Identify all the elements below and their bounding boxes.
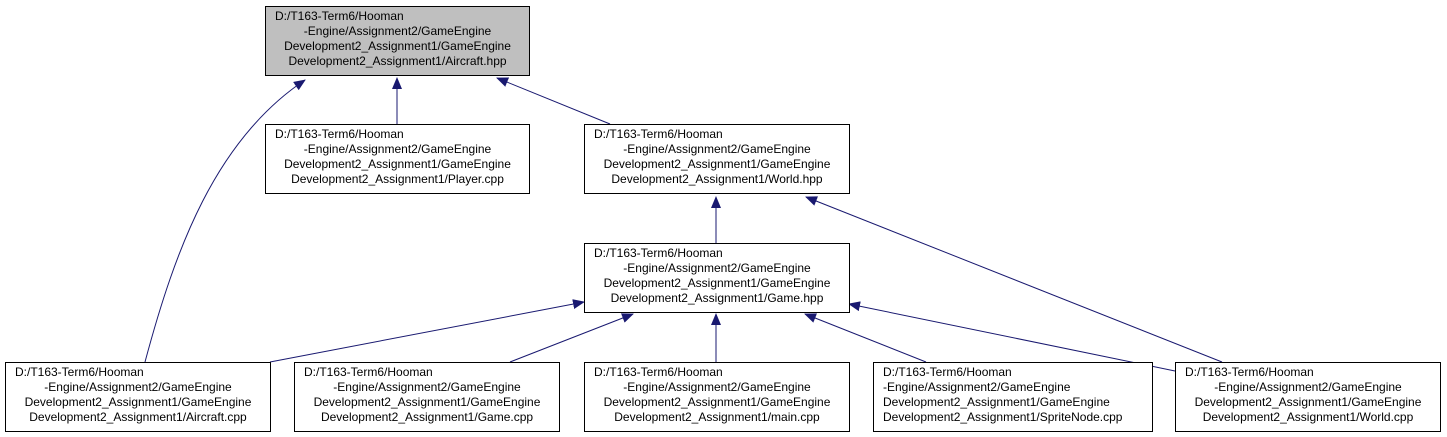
node-line: Development2_Assignment1/GameEngine (1194, 395, 1422, 409)
node-line: -Engine/Assignment2/GameEngine (333, 380, 521, 394)
node-main-cpp[interactable]: D:/T163-Term6/Hooman -Engine/Assignment2… (584, 362, 850, 432)
node-line: Development2_Assignment1/Game.cpp (320, 410, 534, 424)
node-line: Development2_Assignment1/Aircraft.cpp (29, 410, 247, 424)
node-line: D:/T163-Term6/Hooman (594, 246, 723, 260)
node-line: D:/T163-Term6/Hooman (304, 365, 433, 379)
edge-world-hpp-to-aircraft-hpp (496, 77, 611, 125)
node-game-hpp[interactable]: D:/T163-Term6/Hooman -Engine/Assignment2… (584, 243, 850, 313)
node-line: Development2_Assignment1/GameEngine (313, 395, 541, 409)
node-line: D:/T163-Term6/Hooman (594, 365, 723, 379)
node-line: Development2_Assignment1/GameEngine (883, 395, 1110, 409)
node-aircraft-hpp: D:/T163-Term6/Hooman -Engine/Assignment2… (265, 6, 530, 76)
node-line: D:/T163-Term6/Hooman (15, 365, 144, 379)
edge-world-cpp-to-game-hpp (848, 301, 1176, 372)
node-line: Development2_Assignment1/Game.hpp (610, 291, 824, 305)
node-line: Development2_Assignment1/GameEngine (284, 39, 511, 53)
node-line: D:/T163-Term6/Hooman (594, 127, 723, 141)
edge-game-cpp-to-game-hpp (509, 313, 634, 363)
node-line: -Engine/Assignment2/GameEngine (303, 142, 492, 156)
node-game-cpp[interactable]: D:/T163-Term6/Hooman -Engine/Assignment2… (294, 362, 560, 432)
node-line: Development2_Assignment1/Aircraft.hpp (288, 54, 507, 68)
node-line: Development2_Assignment1/GameEngine (603, 276, 831, 290)
node-line: -Engine/Assignment2/GameEngine (623, 380, 811, 394)
node-line: D:/T163-Term6/Hooman (275, 127, 404, 141)
node-aircraft-cpp[interactable]: D:/T163-Term6/Hooman -Engine/Assignment2… (5, 362, 271, 432)
node-world-hpp[interactable]: D:/T163-Term6/Hooman -Engine/Assignment2… (584, 124, 850, 194)
node-line: -Engine/Assignment2/GameEngine (883, 380, 1071, 394)
node-line: -Engine/Assignment2/GameEngine (1214, 380, 1402, 394)
node-spritenode-cpp[interactable]: D:/T163-Term6/Hooman -Engine/Assignment2… (873, 362, 1153, 432)
node-line: Development2_Assignment1/GameEngine (603, 395, 831, 409)
edge-world-cpp-to-world-hpp (805, 196, 1223, 363)
node-line: Development2_Assignment1/GameEngine (603, 157, 831, 171)
node-line: -Engine/Assignment2/GameEngine (303, 24, 492, 38)
edge-spritenode-cpp-to-game-hpp (804, 313, 927, 363)
node-line: Development2_Assignment1/World.hpp (611, 172, 823, 186)
node-line: Development2_Assignment1/main.cpp (614, 410, 820, 424)
node-line: Development2_Assignment1/GameEngine (24, 395, 252, 409)
edge-aircraft-cpp-to-aircraft-hpp (144, 79, 306, 363)
node-line: -Engine/Assignment2/GameEngine (623, 261, 811, 275)
edge-aircraft-cpp-to-game-hpp (269, 299, 585, 363)
node-world-cpp[interactable]: D:/T163-Term6/Hooman -Engine/Assignment2… (1175, 362, 1441, 432)
node-line: D:/T163-Term6/Hooman (883, 365, 1012, 379)
node-line: D:/T163-Term6/Hooman (1185, 365, 1314, 379)
node-line: D:/T163-Term6/Hooman (275, 9, 404, 23)
node-line: Development2_Assignment1/Player.cpp (291, 172, 504, 186)
node-line: -Engine/Assignment2/GameEngine (623, 142, 811, 156)
node-line: Development2_Assignment1/World.cpp (1202, 410, 1414, 424)
node-line: Development2_Assignment1/GameEngine (284, 157, 511, 171)
node-line: Development2_Assignment1/SpriteNode.cpp (883, 410, 1123, 424)
node-player-cpp[interactable]: D:/T163-Term6/Hooman -Engine/Assignment2… (265, 124, 530, 194)
node-line: -Engine/Assignment2/GameEngine (44, 380, 232, 394)
